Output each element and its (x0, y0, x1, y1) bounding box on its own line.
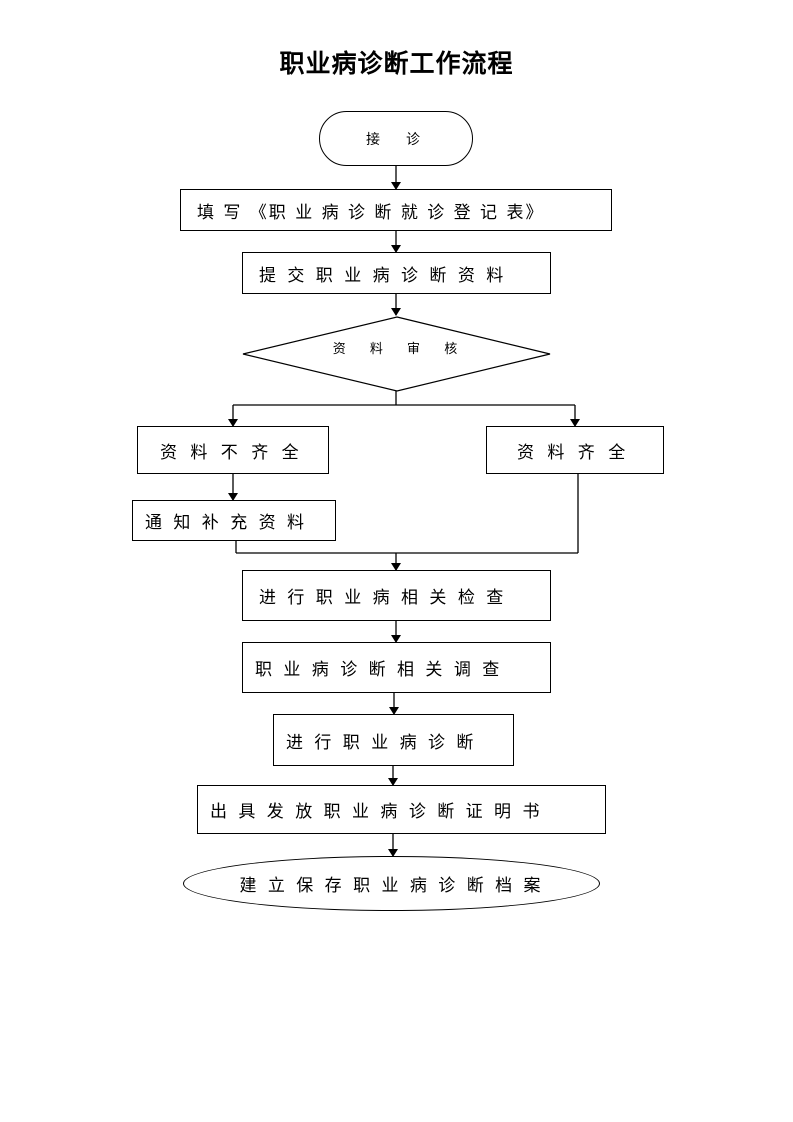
fill-form-node: 填 写 《职 业 病 诊 断 就 诊 登 记 表》 (180, 189, 612, 231)
exam-label: 进 行 职 业 病 相 关 检 查 (259, 588, 507, 608)
incomplete-label: 资 料 不 齐 全 (160, 442, 303, 463)
page-title: 职业病诊断工作流程 (279, 49, 514, 78)
exam-node: 进 行 职 业 病 相 关 检 查 (242, 570, 551, 621)
diagnosis-label: 进 行 职 业 病 诊 断 (286, 732, 477, 753)
reception-node: 接 诊 (319, 111, 473, 166)
notify-label: 通 知 补 充 资 料 (145, 513, 308, 533)
submit-materials-label: 提 交 职 业 病 诊 断 资 料 (259, 265, 507, 286)
investigation-label: 职 业 病 诊 断 相 关 调 查 (255, 660, 503, 680)
archive-label: 建 立 保 存 职 业 病 诊 断 档 案 (239, 876, 544, 896)
diagnosis-node: 进 行 职 业 病 诊 断 (273, 714, 514, 766)
submit-materials-node: 提 交 职 业 病 诊 断 资 料 (242, 252, 551, 294)
archive-node: 建 立 保 存 职 业 病 诊 断 档 案 (183, 856, 600, 911)
certificate-node: 出 具 发 放 职 业 病 诊 断 证 明 书 (197, 785, 606, 834)
review-diamond (242, 316, 551, 392)
incomplete-node: 资 料 不 齐 全 (137, 426, 329, 474)
complete-node: 资 料 齐 全 (486, 426, 664, 474)
reception-label: 接 诊 (366, 131, 426, 148)
fill-form-label: 填 写 《职 业 病 诊 断 就 诊 登 记 表》 (197, 202, 545, 223)
certificate-label: 出 具 发 放 职 业 病 诊 断 证 明 书 (210, 802, 543, 822)
investigation-node: 职 业 病 诊 断 相 关 调 查 (242, 642, 551, 693)
complete-label: 资 料 齐 全 (517, 442, 630, 463)
notify-node: 通 知 补 充 资 料 (132, 500, 336, 541)
review-label: 资 料 审 核 (332, 342, 468, 357)
